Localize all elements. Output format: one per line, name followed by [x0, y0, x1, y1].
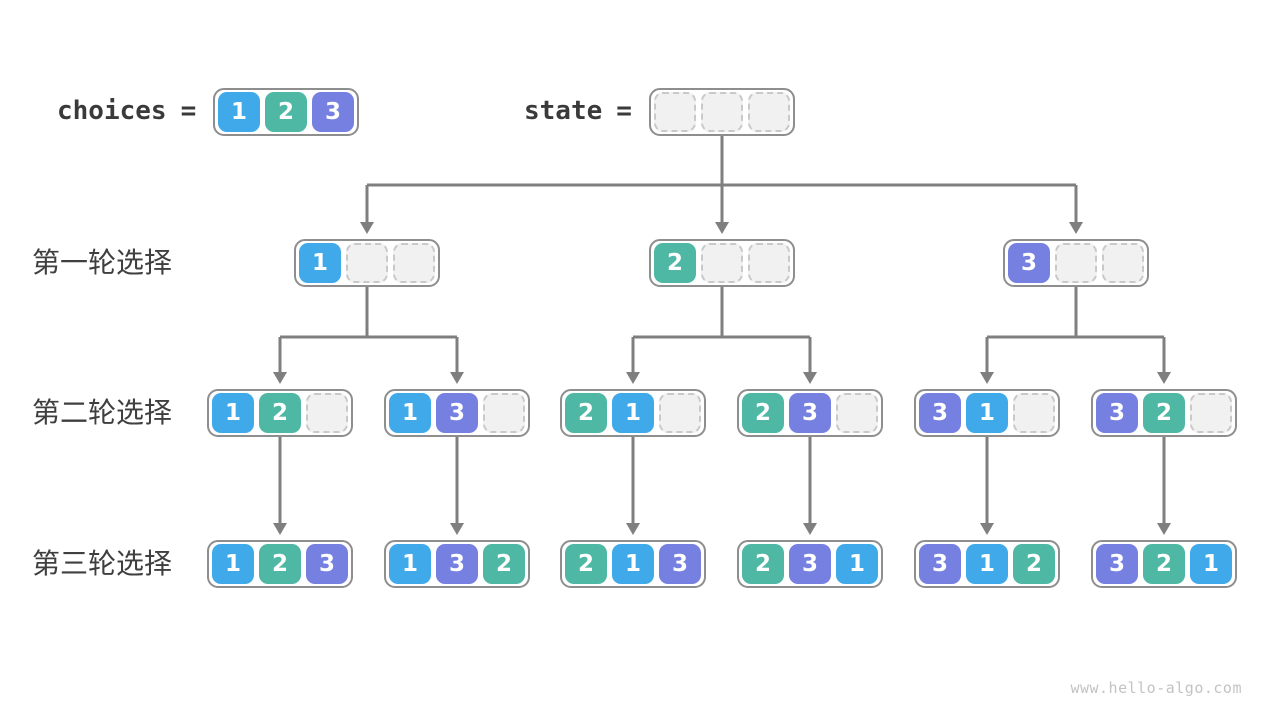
row-label-round-2: 第二轮选择: [32, 397, 173, 428]
array-cell-2: 2: [259, 544, 301, 584]
array-cell-2: 2: [565, 393, 607, 433]
row-label-round-3: 第三轮选择: [32, 548, 173, 579]
array-cell-2: 2: [742, 393, 784, 433]
array-cell-empty: [1190, 393, 1232, 433]
array-cell-2: 2: [742, 544, 784, 584]
array-cell-empty: [701, 92, 743, 132]
choices-equals-sign: =: [180, 96, 197, 126]
array-cell-empty: [1102, 243, 1144, 283]
array-cell-3: 3: [919, 393, 961, 433]
array-cell-1: 1: [218, 92, 260, 132]
round-1-array-3: 3: [1003, 239, 1149, 287]
array-cell-empty: [748, 92, 790, 132]
array-cell-1: 1: [612, 544, 654, 584]
array-cell-2: 2: [1143, 393, 1185, 433]
array-cell-empty: [654, 92, 696, 132]
array-cell-1: 1: [836, 544, 878, 584]
array-cell-3: 3: [659, 544, 701, 584]
array-cell-empty: [483, 393, 525, 433]
array-cell-1: 1: [299, 243, 341, 283]
array-cell-1: 1: [612, 393, 654, 433]
array-cell-3: 3: [312, 92, 354, 132]
state-equals-sign: =: [616, 96, 632, 126]
array-cell-3: 3: [1008, 243, 1050, 283]
array-cell-3: 3: [919, 544, 961, 584]
array-cell-3: 3: [436, 544, 478, 584]
array-cell-empty: [659, 393, 701, 433]
array-cell-2: 2: [1143, 544, 1185, 584]
array-cell-empty: [748, 243, 790, 283]
array-cell-3: 3: [306, 544, 348, 584]
array-cell-2: 2: [1013, 544, 1055, 584]
array-cell-1: 1: [389, 544, 431, 584]
array-cell-2: 2: [654, 243, 696, 283]
array-cell-2: 2: [259, 393, 301, 433]
state-label-text: state: [524, 96, 603, 126]
choices-label: choices =: [57, 97, 196, 125]
array-cell-2: 2: [483, 544, 525, 584]
array-cell-1: 1: [966, 393, 1008, 433]
array-cell-1: 1: [966, 544, 1008, 584]
array-cell-empty: [346, 243, 388, 283]
state-label: state =: [524, 97, 632, 125]
array-cell-empty: [836, 393, 878, 433]
array-cell-3: 3: [789, 544, 831, 584]
array-cell-3: 3: [1096, 393, 1138, 433]
array-cell-3: 3: [1096, 544, 1138, 584]
array-cell-3: 3: [789, 393, 831, 433]
array-cell-1: 1: [1190, 544, 1232, 584]
watermark: www.hello-algo.com: [1070, 679, 1242, 697]
round-1-array-1: 1: [294, 239, 440, 287]
array-cell-1: 1: [212, 393, 254, 433]
array-cell-2: 2: [265, 92, 307, 132]
array-cell-empty: [701, 243, 743, 283]
array-cell-2: 2: [565, 544, 607, 584]
array-cell-empty: [306, 393, 348, 433]
array-cell-empty: [393, 243, 435, 283]
array-cell-empty: [1013, 393, 1055, 433]
state-array: [649, 88, 795, 136]
round-1-array-2: 2: [649, 239, 795, 287]
array-cell-empty: [1055, 243, 1097, 283]
choices-label-text: choices: [57, 96, 167, 126]
array-cell-1: 1: [389, 393, 431, 433]
array-cell-3: 3: [436, 393, 478, 433]
array-cell-1: 1: [212, 544, 254, 584]
row-label-round-1: 第一轮选择: [32, 247, 173, 278]
